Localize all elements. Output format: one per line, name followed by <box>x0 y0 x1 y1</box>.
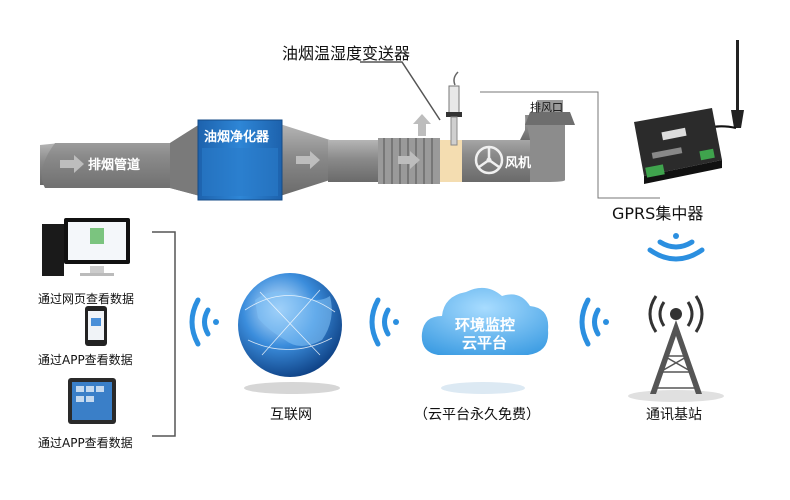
outlet-label: 排风口 <box>530 101 563 114</box>
fan-icon <box>474 145 504 175</box>
wifi-signal-icon <box>189 297 219 347</box>
temp-humidity-sensor <box>446 71 462 146</box>
smartphone-icon <box>85 306 107 346</box>
gprs-concentrator-device <box>634 40 744 184</box>
oil-fume-purifier <box>197 119 283 201</box>
tablet-icon <box>68 378 116 424</box>
base-station-tower-icon <box>628 295 724 402</box>
wifi-signal-icon <box>369 297 399 347</box>
tower-label: 通讯基站 <box>646 407 702 423</box>
flow-arrow-icon <box>398 151 420 169</box>
sensor-pointer-line <box>360 61 441 121</box>
antenna-icon <box>736 40 739 112</box>
purifier-label: 油烟净化器 <box>204 130 270 145</box>
flex-connector <box>378 138 440 184</box>
device-label-app-phone: 通过APP查看数据 <box>38 353 133 367</box>
flow-arrow-up-icon <box>413 114 431 136</box>
cloud-caption: （云平台永久免费） <box>414 407 540 423</box>
flow-arrow-icon <box>296 151 320 169</box>
sensor-title: 油烟温湿度变送器 <box>282 44 411 63</box>
device-bracket <box>152 231 176 437</box>
exhaust-outlet <box>525 100 575 125</box>
cloud-title-line2: 云平台 <box>462 334 508 352</box>
cloud-platform-icon <box>421 287 549 394</box>
gprs-label: GPRS集中器 <box>612 204 704 223</box>
wifi-signal-icon <box>579 297 609 347</box>
device-label-web: 通过网页查看数据 <box>38 292 135 306</box>
internet-label: 互联网 <box>270 407 312 423</box>
flow-arrows <box>60 114 431 173</box>
flow-arrow-icon <box>60 155 84 173</box>
fan-label: 风机 <box>505 156 532 171</box>
sensor-to-gprs-line <box>480 91 660 199</box>
desktop-computer-icon <box>42 218 130 276</box>
internet-globe-icon <box>238 273 342 394</box>
cloud-title-line1: 环境监控 <box>455 316 516 334</box>
wifi-signal-icon <box>647 233 705 262</box>
device-label-app-tablet: 通过APP查看数据 <box>38 436 133 450</box>
pipe-label: 排烟管道 <box>88 158 141 173</box>
